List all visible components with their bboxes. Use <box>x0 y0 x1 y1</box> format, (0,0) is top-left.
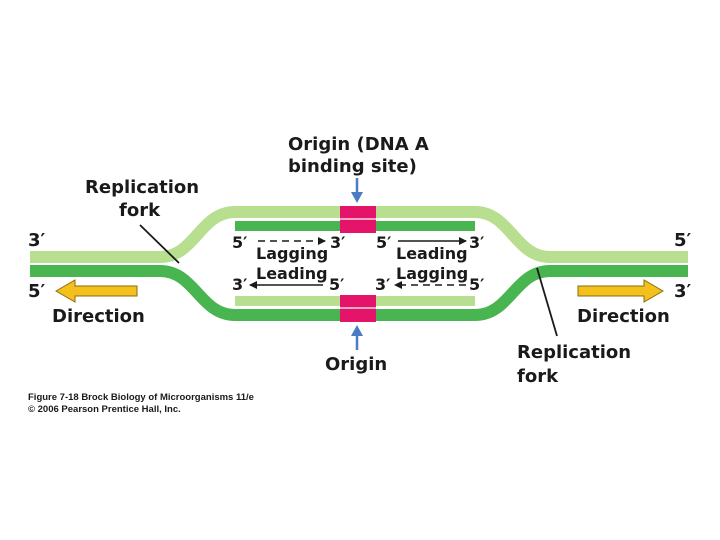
fork-pointer-right <box>536 267 558 337</box>
end-bubble-bl-3: 3′ <box>232 275 247 294</box>
origin-top-label-line2: binding site) <box>288 156 417 177</box>
end-bubble-br-3: 3′ <box>375 275 390 294</box>
origin-bottom-label: Origin <box>325 354 387 375</box>
end-bubble-tl-5: 5′ <box>232 233 247 252</box>
origin-arrow-bottom <box>351 325 363 350</box>
end-left-top: 3′ <box>28 230 46 251</box>
direction-right-label: Direction <box>577 306 670 327</box>
end-left-bottom: 5′ <box>28 281 46 302</box>
end-right-top: 5′ <box>674 230 692 251</box>
lagging-label-right: Lagging <box>396 264 468 283</box>
lagging-label-left: Lagging <box>256 244 328 263</box>
direction-arrow-left <box>55 279 138 303</box>
origin-arrow-top <box>351 178 363 203</box>
origin-top-label-line1: Origin (DNA A <box>288 134 429 155</box>
figure-caption-line1: Figure 7-18 Brock Biology of Microorgani… <box>28 392 254 403</box>
figure-caption-line2: © 2006 Pearson Prentice Hall, Inc. <box>28 404 181 415</box>
leading-label-left: Leading <box>256 264 328 283</box>
end-right-bottom: 3′ <box>674 281 692 302</box>
end-bubble-tl-3: 3′ <box>330 233 345 252</box>
leading-label-right: Leading <box>396 244 468 263</box>
fork-left-label-line1: Replication <box>85 177 199 198</box>
end-bubble-tr-5: 5′ <box>376 233 391 252</box>
direction-left-label: Direction <box>52 306 145 327</box>
fork-pointer-left <box>139 224 180 264</box>
direction-arrow-right <box>577 279 664 303</box>
fork-right-label-line2: fork <box>517 366 559 387</box>
end-bubble-bl-5: 5′ <box>329 275 344 294</box>
end-bubble-tr-3: 3′ <box>469 233 484 252</box>
end-bubble-br-5: 5′ <box>469 275 484 294</box>
fork-left-label-line2: fork <box>119 200 161 221</box>
fork-right-label-line1: Replication <box>517 342 631 363</box>
